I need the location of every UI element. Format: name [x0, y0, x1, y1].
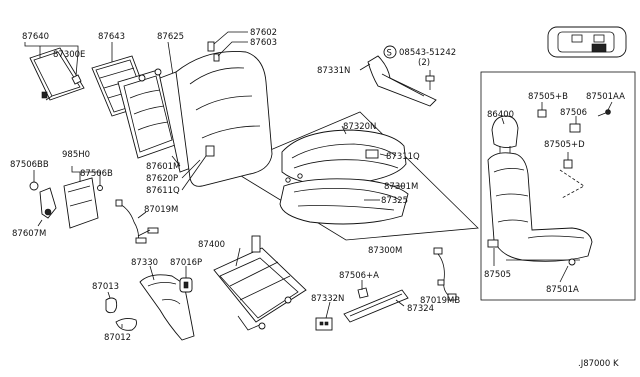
label-87016P: 87016P	[170, 258, 202, 268]
label-08543-51242: 08543-51242	[399, 48, 456, 58]
label-87505D: 87505+D	[544, 140, 585, 150]
label-87019M: 87019M	[144, 205, 178, 215]
label-87012: 87012	[104, 333, 131, 343]
part-87640-back-board	[29, 47, 85, 101]
part-87012-cover	[115, 317, 137, 331]
part-87505D-clip	[563, 159, 573, 169]
label-87506B: 87506B	[80, 169, 113, 179]
label-87640: 87640	[22, 32, 49, 42]
vehicle-locator-icon	[547, 26, 627, 58]
label-87301M: 87301M	[384, 182, 418, 192]
label-87607M: 87607M	[12, 229, 46, 239]
label-86400: 86400	[487, 110, 514, 120]
part-87331N-side-trim	[367, 55, 437, 107]
part-87301M-cushion-frame	[279, 173, 409, 225]
part-87019M-harness	[115, 199, 159, 244]
part-87607M-lumbar-lever	[39, 187, 57, 219]
part-87501AA-screw	[597, 109, 611, 117]
label-87331N: 87331N	[317, 66, 350, 76]
part-87602-headrest-guide	[207, 41, 220, 62]
label-87324: 87324	[407, 304, 434, 314]
label-87505B: 87505+B	[528, 92, 568, 102]
seat-assembly	[487, 152, 593, 262]
screw-symbol-letter: S	[387, 49, 392, 59]
label-87332N: 87332N	[311, 294, 344, 304]
part-87505-clip	[487, 239, 499, 248]
label-87602: 87602	[250, 28, 277, 38]
label-87625: 87625	[157, 32, 184, 42]
part-87324-rail-cover	[343, 289, 409, 323]
label-87506BB: 87506BB	[10, 160, 49, 170]
label-87506A: 87506+A	[339, 271, 379, 281]
label-87300E: 87300E	[53, 50, 85, 60]
label-87643: 87643	[98, 32, 125, 42]
part-87505B-clip	[537, 109, 547, 118]
part-86400-headrest	[491, 115, 519, 156]
part-87013-knob	[105, 297, 118, 314]
screw-symbol: S	[383, 45, 397, 59]
label-87501A: 87501A	[546, 285, 579, 295]
label-87019MB: 87019MB	[420, 296, 460, 306]
label-87400: 87400	[198, 240, 225, 250]
label-87311Q: 87311Q	[386, 152, 420, 162]
label-87300M: 87300M	[368, 246, 402, 256]
seat-assembly-frame	[480, 71, 636, 301]
part-87400-seat-adjuster	[213, 235, 307, 331]
part-87506-clip	[569, 123, 581, 133]
label-87013: 87013	[92, 282, 119, 292]
part-87506A-clip	[357, 287, 369, 299]
part-87506B-screw	[97, 185, 103, 191]
part-08543-51242-screw	[425, 75, 435, 90]
label-87330: 87330	[131, 258, 158, 268]
part-87019MB-harness	[433, 247, 457, 301]
label-87603: 87603	[250, 38, 277, 48]
part-87501A-screw	[568, 258, 576, 266]
label-87506: 87506	[560, 108, 587, 118]
label-87320N: 87320N	[343, 122, 376, 132]
part-87332N-cover	[315, 317, 333, 331]
label-985H0: 985H0	[62, 150, 90, 160]
label-87601M: 87601M	[146, 162, 180, 172]
part-87620P-back-trim	[175, 51, 273, 187]
label-87501AA: 87501AA	[586, 92, 625, 102]
label-08543-51242-qty: (2)	[418, 58, 430, 68]
part-87016P-knob	[179, 277, 193, 293]
label-87620P: 87620P	[146, 174, 178, 184]
label-87505: 87505	[484, 270, 511, 280]
part-985H0-side-airbag	[63, 177, 99, 229]
label-87325: 87325	[381, 196, 408, 206]
label-87611Q: 87611Q	[146, 186, 180, 196]
diagram-code: .J87000 K	[578, 359, 619, 369]
part-87506BB-knob	[29, 181, 39, 191]
